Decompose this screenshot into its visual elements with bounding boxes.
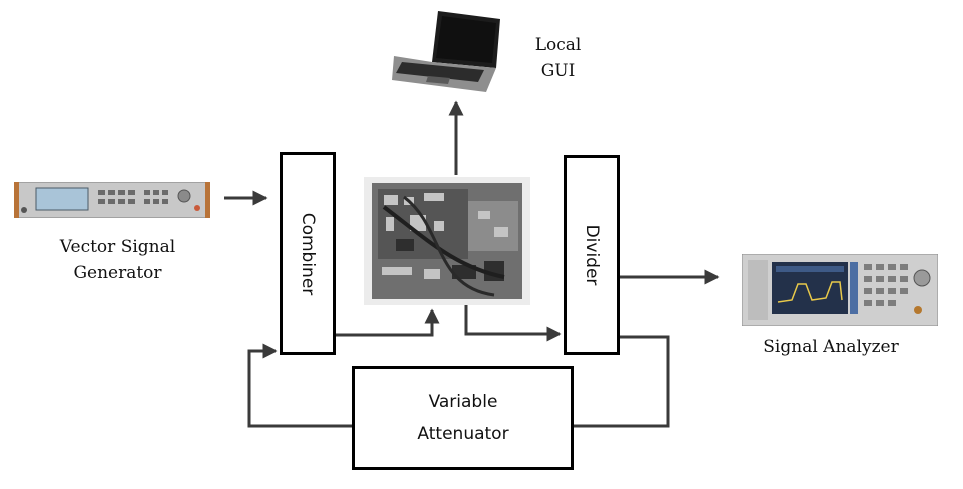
divider-label: Divider [582,224,602,286]
local-gui-label: Local GUI [520,32,596,85]
vector-signal-generator-label: Vector Signal Generator [30,234,205,287]
variable-attenuator-block: Variable Attenuator [352,366,574,470]
local-gui-label-line1: Local [534,35,582,55]
arrow-board-to-divider [464,305,562,342]
local-gui-label-line2: GUI [540,61,576,82]
divider-block: Divider [564,155,620,355]
vsg-label-line2: Generator [73,263,162,284]
line-divider-to-attenuator [574,335,670,428]
signal-analyzer-label: Signal Analyzer [763,337,899,357]
arrow-combiner-to-board [335,308,440,337]
combiner-block: Combiner [280,152,336,355]
attenuator-label-line2: Attenuator [417,424,509,444]
circuit-board-photo [364,177,530,305]
attenuator-label-line1: Variable [428,392,498,412]
vector-signal-generator-icon [14,182,210,218]
arrow-attenuator-to-combiner [247,343,353,428]
signal-analyzer-icon [742,254,938,326]
combiner-label: Combiner [298,212,318,295]
laptop-icon [392,11,500,92]
vsg-label-line1: Vector Signal [59,237,176,257]
